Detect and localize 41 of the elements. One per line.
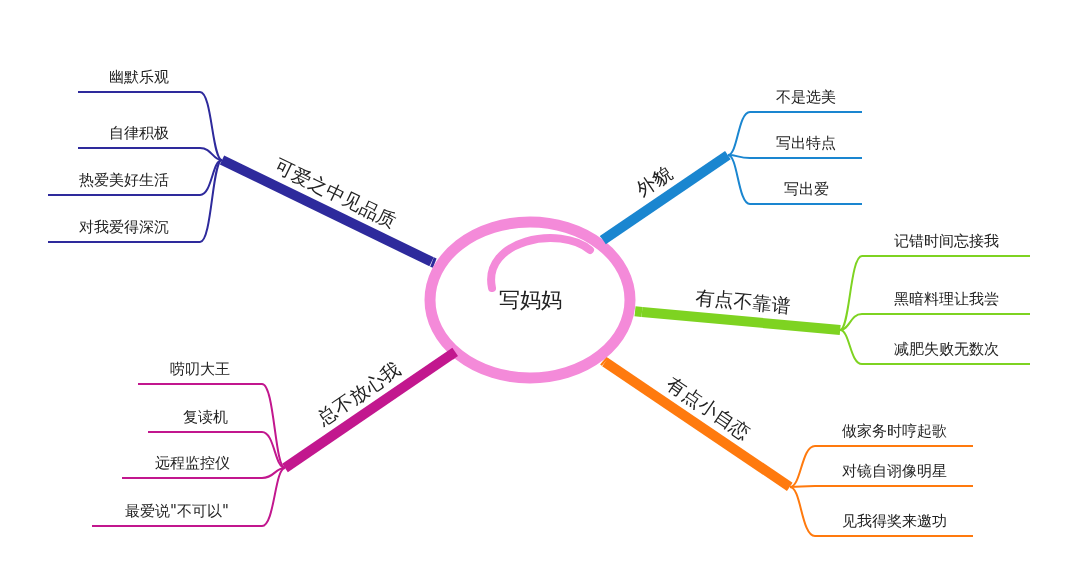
twig-line — [789, 485, 816, 488]
subtopic-label: 对我爱得深沉 — [48, 214, 200, 243]
twig-line — [839, 313, 863, 331]
subtopic-label: 黑暗料理让我尝 — [862, 286, 1030, 315]
twig-line — [789, 445, 816, 488]
branch-line — [430, 257, 437, 268]
subtopic-label: 写出特点 — [750, 130, 862, 159]
branch-line — [600, 356, 609, 366]
twig-line — [199, 147, 223, 161]
subtopic-label: 复读机 — [148, 404, 262, 433]
subtopic-label: 对镜自诩像明星 — [815, 458, 973, 487]
twig-line — [727, 154, 751, 159]
subtopic-label: 做家务时哼起歌 — [815, 418, 973, 447]
branch-topic: 外貌 — [583, 126, 731, 245]
subtopic-label: 唠叨大王 — [138, 356, 262, 385]
branch-topic: 有点小自恋 — [602, 333, 810, 492]
twig-line — [199, 91, 223, 161]
branch-line — [634, 306, 643, 317]
twig-line — [199, 159, 223, 196]
branch-topic: 可爱之中见品质 — [219, 128, 448, 267]
twig-line — [199, 159, 223, 243]
subtopic-label: 记错时间忘接我 — [862, 228, 1030, 257]
subtopic-label: 远程监控仪 — [122, 450, 262, 479]
twig-line — [261, 467, 286, 527]
subtopic-label: 最爱说"不可以" — [92, 498, 262, 527]
subtopic-label: 热爱美好生活 — [48, 167, 200, 196]
twig-line — [839, 255, 863, 331]
subtopic-label: 自律积极 — [78, 120, 200, 149]
twig-line — [261, 431, 286, 469]
twig-line — [261, 383, 286, 469]
subtopic-label: 写出爱 — [750, 176, 862, 205]
branch-topic: 有点不靠谱 — [641, 277, 844, 335]
twig-line — [839, 329, 863, 365]
subtopic-label: 见我得奖来邀功 — [815, 508, 973, 537]
twig-line — [727, 111, 751, 156]
subtopic-label: 幽默乐观 — [78, 64, 200, 93]
subtopic-label: 减肥失败无数次 — [862, 336, 1030, 365]
twig-line — [261, 467, 286, 479]
subtopic-label: 不是选美 — [750, 84, 862, 113]
twig-line — [789, 486, 816, 537]
twig-line — [727, 154, 751, 205]
